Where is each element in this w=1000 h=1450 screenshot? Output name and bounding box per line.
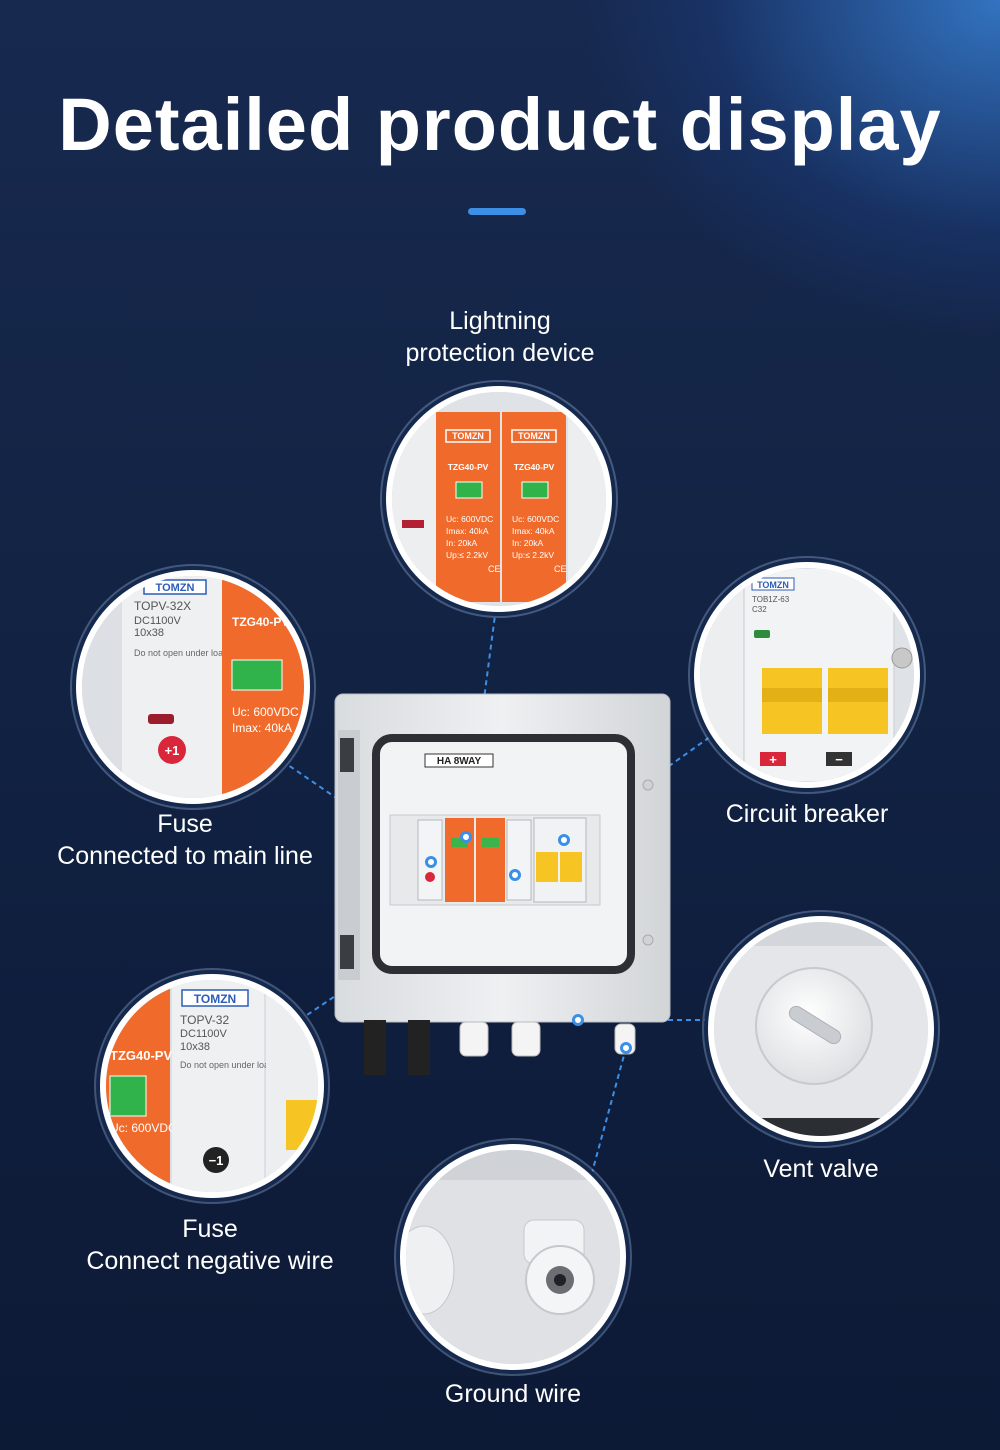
label-ground-wire: Ground wire (400, 1378, 626, 1410)
label-fuse-negative-line2: Connect negative wire (86, 1247, 334, 1275)
line-ground (589, 1047, 627, 1181)
fuse-neg-size: 10x38 (180, 1041, 210, 1053)
title-underline (468, 208, 526, 215)
label-breaker-line1: Circuit breaker (725, 800, 889, 828)
label-fuse-negative-line1: Fuse (182, 1215, 238, 1243)
point-fuse-negative (509, 869, 521, 881)
fuse-main-model: TOPV-32X (134, 599, 191, 613)
spd1-model: TZG40-PV (448, 462, 489, 472)
point-ground (620, 1042, 632, 1054)
spd1-in: In: 20kA (446, 538, 478, 548)
label-fuse-negative: Fuse Connect negative wire (60, 1213, 360, 1277)
point-vent (572, 1014, 584, 1026)
fuse-main-spd-model: TZG40-PV (232, 615, 289, 629)
box-label: HA 8WAY (437, 756, 482, 767)
breaker-brand: TOMZN (757, 580, 789, 590)
breaker-rating: C32 (752, 605, 767, 614)
label-fuse-main: Fuse Connected to main line (20, 808, 350, 872)
fuse-main-size: 10x38 (134, 627, 164, 639)
point-breaker (558, 834, 570, 846)
spd1-up: Up:≤ 2.2kV (446, 550, 488, 560)
breaker-minus: − (835, 752, 843, 767)
label-lightning: Lightning protection device (380, 305, 620, 369)
spd2-in: In: 20kA (512, 538, 544, 548)
spd2-imax: Imax: 40kA (512, 526, 555, 536)
zoom-lightning-protection: TOMZN TOMZN TZG40-PV TZG40-PV Uc: 600VDC… (392, 392, 606, 606)
spd1-ce: CE (488, 564, 501, 574)
page-title: Detailed product display (58, 83, 942, 166)
zoom-ground-wire (406, 1150, 620, 1364)
spd2-up: Up:≤ 2.2kV (512, 550, 554, 560)
fuse-neg-brand: TOMZN (194, 992, 236, 1006)
fuse-main-brand: TOMZN (156, 582, 195, 594)
fuse-neg-model: TOPV-32 (180, 1013, 229, 1027)
point-lightning (460, 831, 472, 843)
label-lightning-line1: Lightning (449, 307, 551, 335)
spd1-uc: Uc: 600VDC (446, 514, 493, 524)
point-fuse-main (425, 856, 437, 868)
fuse-neg-mark: −1 (209, 1153, 224, 1168)
fuse-main-note: Do not open under load (134, 648, 228, 658)
label-fuse-main-line1: Fuse (157, 810, 213, 838)
spd1-imax: Imax: 40kA (446, 526, 489, 536)
fuse-neg-spd-model: TZG40-PV (110, 1048, 172, 1063)
fuse-neg-note: Do not open under load (180, 1060, 274, 1070)
fuse-main-rating: DC1100V (134, 615, 182, 627)
label-vent-line1: Vent valve (763, 1155, 879, 1183)
zoom-fuse-negative: TZG40-PV Uc: 600VDC TOMZN TOPV-32 DC1100… (106, 980, 318, 1192)
spd2-model: TZG40-PV (514, 462, 555, 472)
spd1-brand: TOMZN (452, 431, 484, 441)
fuse-main-spd-imax: Imax: 40kA (232, 721, 292, 735)
breaker-plus: + (769, 752, 777, 767)
label-ground-line1: Ground wire (444, 1380, 582, 1408)
zoom-fuse-main: TOMZN TOPV-32X DC1100V 10x38 Do not open… (82, 576, 304, 798)
combiner-box: HA 8WAY (334, 693, 671, 1075)
fuse-neg-spd-uc: Uc: 600VDC (110, 1121, 177, 1135)
fuse-main-spd-uc: Uc: 600VDC (232, 705, 299, 719)
spd2-brand: TOMZN (518, 431, 550, 441)
zoom-vent-valve (714, 922, 928, 1136)
breaker-model: TOB1Z-63 (752, 595, 790, 604)
fuse-main-mark: +1 (165, 743, 180, 758)
zoom-circuit-breaker: TOMZN TOB1Z-63 C32 + − (700, 568, 914, 782)
label-circuit-breaker: Circuit breaker (700, 798, 914, 830)
spd2-uc: Uc: 600VDC (512, 514, 559, 524)
label-fuse-main-line2: Connected to main line (57, 842, 313, 870)
label-vent-valve: Vent valve (714, 1153, 928, 1185)
label-lightning-line2: protection device (405, 339, 595, 367)
fuse-neg-rating: DC1100V (180, 1028, 228, 1040)
spd2-ce: CE (554, 564, 567, 574)
